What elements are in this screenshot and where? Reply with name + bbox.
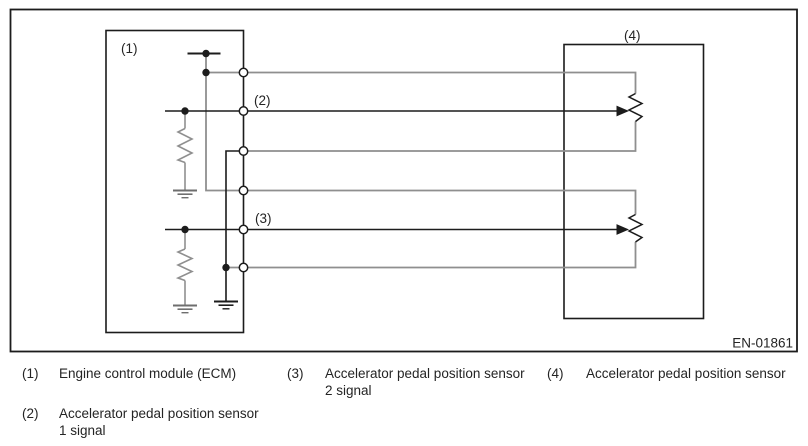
legend-text-line1: Accelerator pedal position sensor [59, 406, 259, 421]
callout-1: (1) [121, 41, 138, 56]
junction-dot [222, 263, 230, 272]
legend-text-line1: Accelerator pedal position sensor [586, 366, 786, 381]
signal1-arrowhead [616, 105, 629, 117]
supply-branch-wire [206, 71, 637, 94]
outer-border [9, 8, 798, 353]
connector-terminal [238, 185, 249, 196]
junction-dot [202, 68, 210, 77]
figure-code: EN-01861 [732, 336, 793, 351]
legend-text-line1: Engine control module (ECM) [59, 366, 237, 381]
callout-3: (3) [255, 211, 272, 226]
legend-item-ecm: Engine control module (ECM) [59, 366, 236, 383]
legend-number-2: (2) [22, 406, 39, 421]
legend-number-4: (4) [547, 366, 564, 381]
junction-dot [181, 107, 189, 115]
ground-symbol-2 [173, 304, 197, 314]
ground-symbol-1 [173, 189, 197, 199]
junction-dot [202, 49, 210, 58]
potentiometer-1 [627, 92, 644, 123]
connector-terminal [238, 224, 249, 235]
pulldown-resistor-1 [175, 127, 194, 164]
legend-text-line2: 2 signal [325, 382, 372, 398]
connector-terminal [238, 146, 249, 156]
ecm-box [105, 29, 245, 334]
pulldown-resistor-2 [175, 248, 194, 282]
legend-text-line1: Accelerator pedal position sensor [325, 366, 525, 381]
potentiometer-2 [627, 213, 644, 243]
connector-terminal [238, 106, 249, 116]
connector-terminal [238, 67, 249, 78]
legend-number-3: (3) [287, 366, 304, 381]
common-return-line [225, 150, 244, 302]
junction-dot [181, 225, 189, 234]
callout-4: (4) [624, 28, 641, 43]
connector-terminal [238, 262, 249, 273]
ground-symbol-3 [214, 300, 238, 310]
sensor2-return-wire [226, 242, 637, 269]
supply-trunk-wire [205, 53, 637, 215]
signal2-arrowhead [616, 224, 629, 235]
sensor1-return-wire [243, 121, 637, 152]
legend-number-1: (1) [22, 366, 39, 381]
legend-text-line2: 1 signal [59, 422, 106, 438]
circuit-diagram: (1) (2) (3) (4) EN-01861 [9, 8, 798, 353]
legend-item-sensor1-signal: Accelerator pedal position sensor 1 sign… [59, 406, 259, 439]
sensor-box [563, 43, 705, 320]
legend-item-sensor2-signal: Accelerator pedal position sensor 2 sign… [325, 366, 525, 399]
legend-item-sensor: Accelerator pedal position sensor [586, 366, 786, 383]
callout-2: (2) [254, 93, 271, 108]
